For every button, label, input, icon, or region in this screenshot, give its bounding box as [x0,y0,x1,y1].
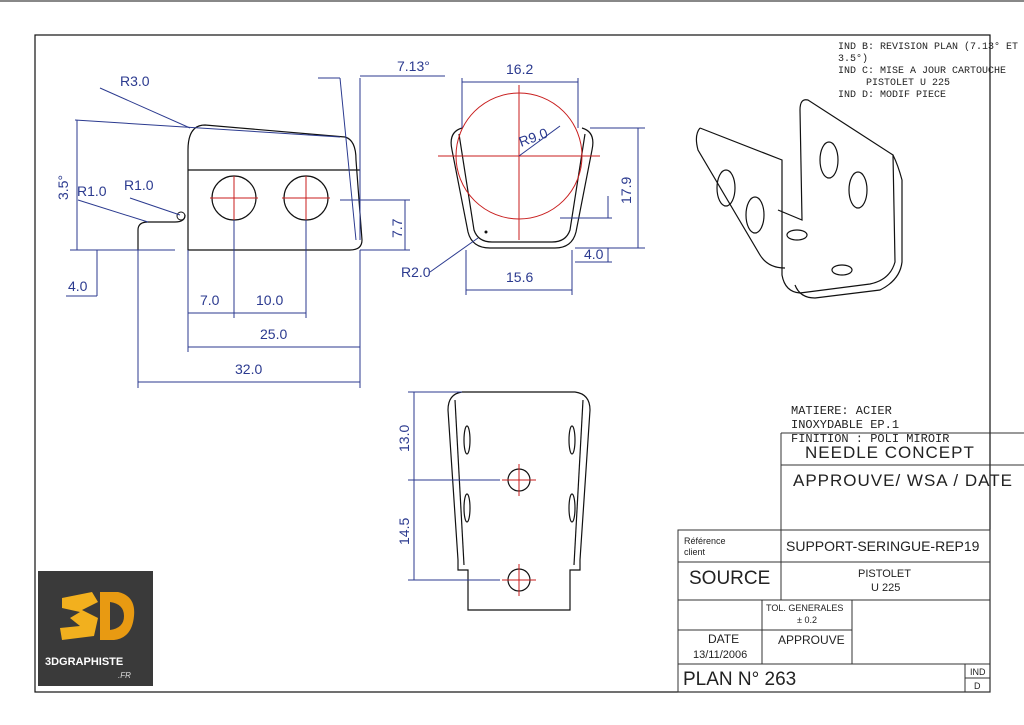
front-view-inner [458,133,586,243]
drawing-frame [34,34,991,693]
front-view-labels: 16.2 R9.0 17.9 4.0 15.6 R2.0 [401,61,634,285]
iso-hole-6 [831,264,853,276]
bottom-view-labels: 13.0 14.5 [396,425,412,545]
bottom-view [447,391,591,611]
note-ind-c: IND C: MISE A JOUR CARTOUCHE [838,66,1006,77]
side-view-dimensions [66,75,445,388]
tb-product-2: U 225 [871,582,900,594]
note-ind-d: IND D: MODIF PIECE [838,90,946,101]
dim-7-7: 7.7 [389,218,405,238]
tb-ref-label-2: client [684,547,706,557]
note-ind-b-cont: 3.5°) [838,53,868,65]
tb-ind-value: D [974,681,981,691]
dim-r2: R2.0 [401,264,431,280]
dim-7-13-deg: 7.13° [397,58,430,74]
note-ind-c-cont: PISTOLET U 225 [866,78,950,89]
iso-hole-3 [819,141,839,179]
isometric-view [695,99,903,299]
tb-ref-label: Référence [684,536,726,546]
tb-source: SOURCE [689,568,770,589]
dim-13: 13.0 [396,425,412,452]
iso-hole-5 [786,229,808,241]
dim-16-2: 16.2 [506,61,533,77]
tb-date-label: DATE [708,632,739,646]
iso-hole-4 [848,171,868,209]
front-view-outline [450,127,594,249]
tb-approval: APPROUVE/ WSA / DATE [793,471,1013,490]
dim-10: 10.0 [256,292,283,308]
dim-15-6: 15.6 [506,269,533,285]
dim-17-9: 17.9 [618,177,634,204]
dim-25: 25.0 [260,326,287,342]
tb-date-value: 13/11/2006 [693,649,747,661]
dim-r1-a: R1.0 [77,183,107,199]
dim-r3: R3.0 [120,73,150,89]
tb-company: NEEDLE CONCEPT [805,443,975,462]
tb-ind-label: IND [970,667,986,677]
side-view-labels: R3.0 R1.0 R1.0 3.5° 7.13° 4.0 7.0 10.0 2… [55,58,430,377]
dim-4-b: 4.0 [584,246,604,262]
logo: 3DGRAPHISTE .FR [38,571,153,686]
tb-tolerance-value: ± 0.2 [797,615,817,625]
tb-product-1: PISTOLET [858,568,911,580]
tb-approuve: APPROUVE [778,633,845,647]
iso-right-edge [794,154,903,299]
dim-32: 32.0 [235,361,262,377]
tb-plan-number: PLAN N° 263 [683,669,796,690]
material-line-1: MATIERE: ACIER [791,404,892,418]
tb-part-name: SUPPORT-SERINGUE-REP19 [786,538,980,554]
logo-d-glyph [100,592,135,640]
logo-sub: .FR [118,671,131,680]
material-line-2: INOXYDABLE EP.1 [791,418,899,432]
side-view-outline [187,124,363,251]
tb-tolerance: TOL. GENERALES [766,603,843,613]
material-note: MATIERE: ACIER INOXYDABLE EP.1 FINITION … [791,404,949,446]
dim-r1-b: R1.0 [124,177,154,193]
dim-3-5-deg: 3.5° [55,175,71,200]
dim-4-a: 4.0 [68,278,88,294]
side-view-hole [176,211,186,221]
revision-notes: IND B: REVISION PLAN (7.13° ET 3.5°) IND… [838,41,1018,101]
iso-outline [699,99,896,294]
bottom-view-dimensions [408,391,500,581]
bottom-view-outline [447,391,591,611]
logo-text: 3DGRAPHISTE [45,656,123,668]
iso-hole-1 [716,169,736,207]
dim-14-5: 14.5 [396,518,412,545]
title-block: NEEDLE CONCEPT APPROUVE/ WSA / DATE Réfé… [677,432,1024,693]
note-ind-b: IND B: REVISION PLAN (7.13° ET [838,41,1018,53]
dim-7: 7.0 [200,292,220,308]
side-view [130,124,363,251]
logo-3-glyph [60,592,98,640]
iso-hole-2 [745,196,765,234]
front-view-dimensions [429,78,645,295]
side-view-tab [137,214,186,250]
material-line-3: FINITION : POLI MIROIR [791,432,949,446]
iso-left-wall [695,127,786,269]
